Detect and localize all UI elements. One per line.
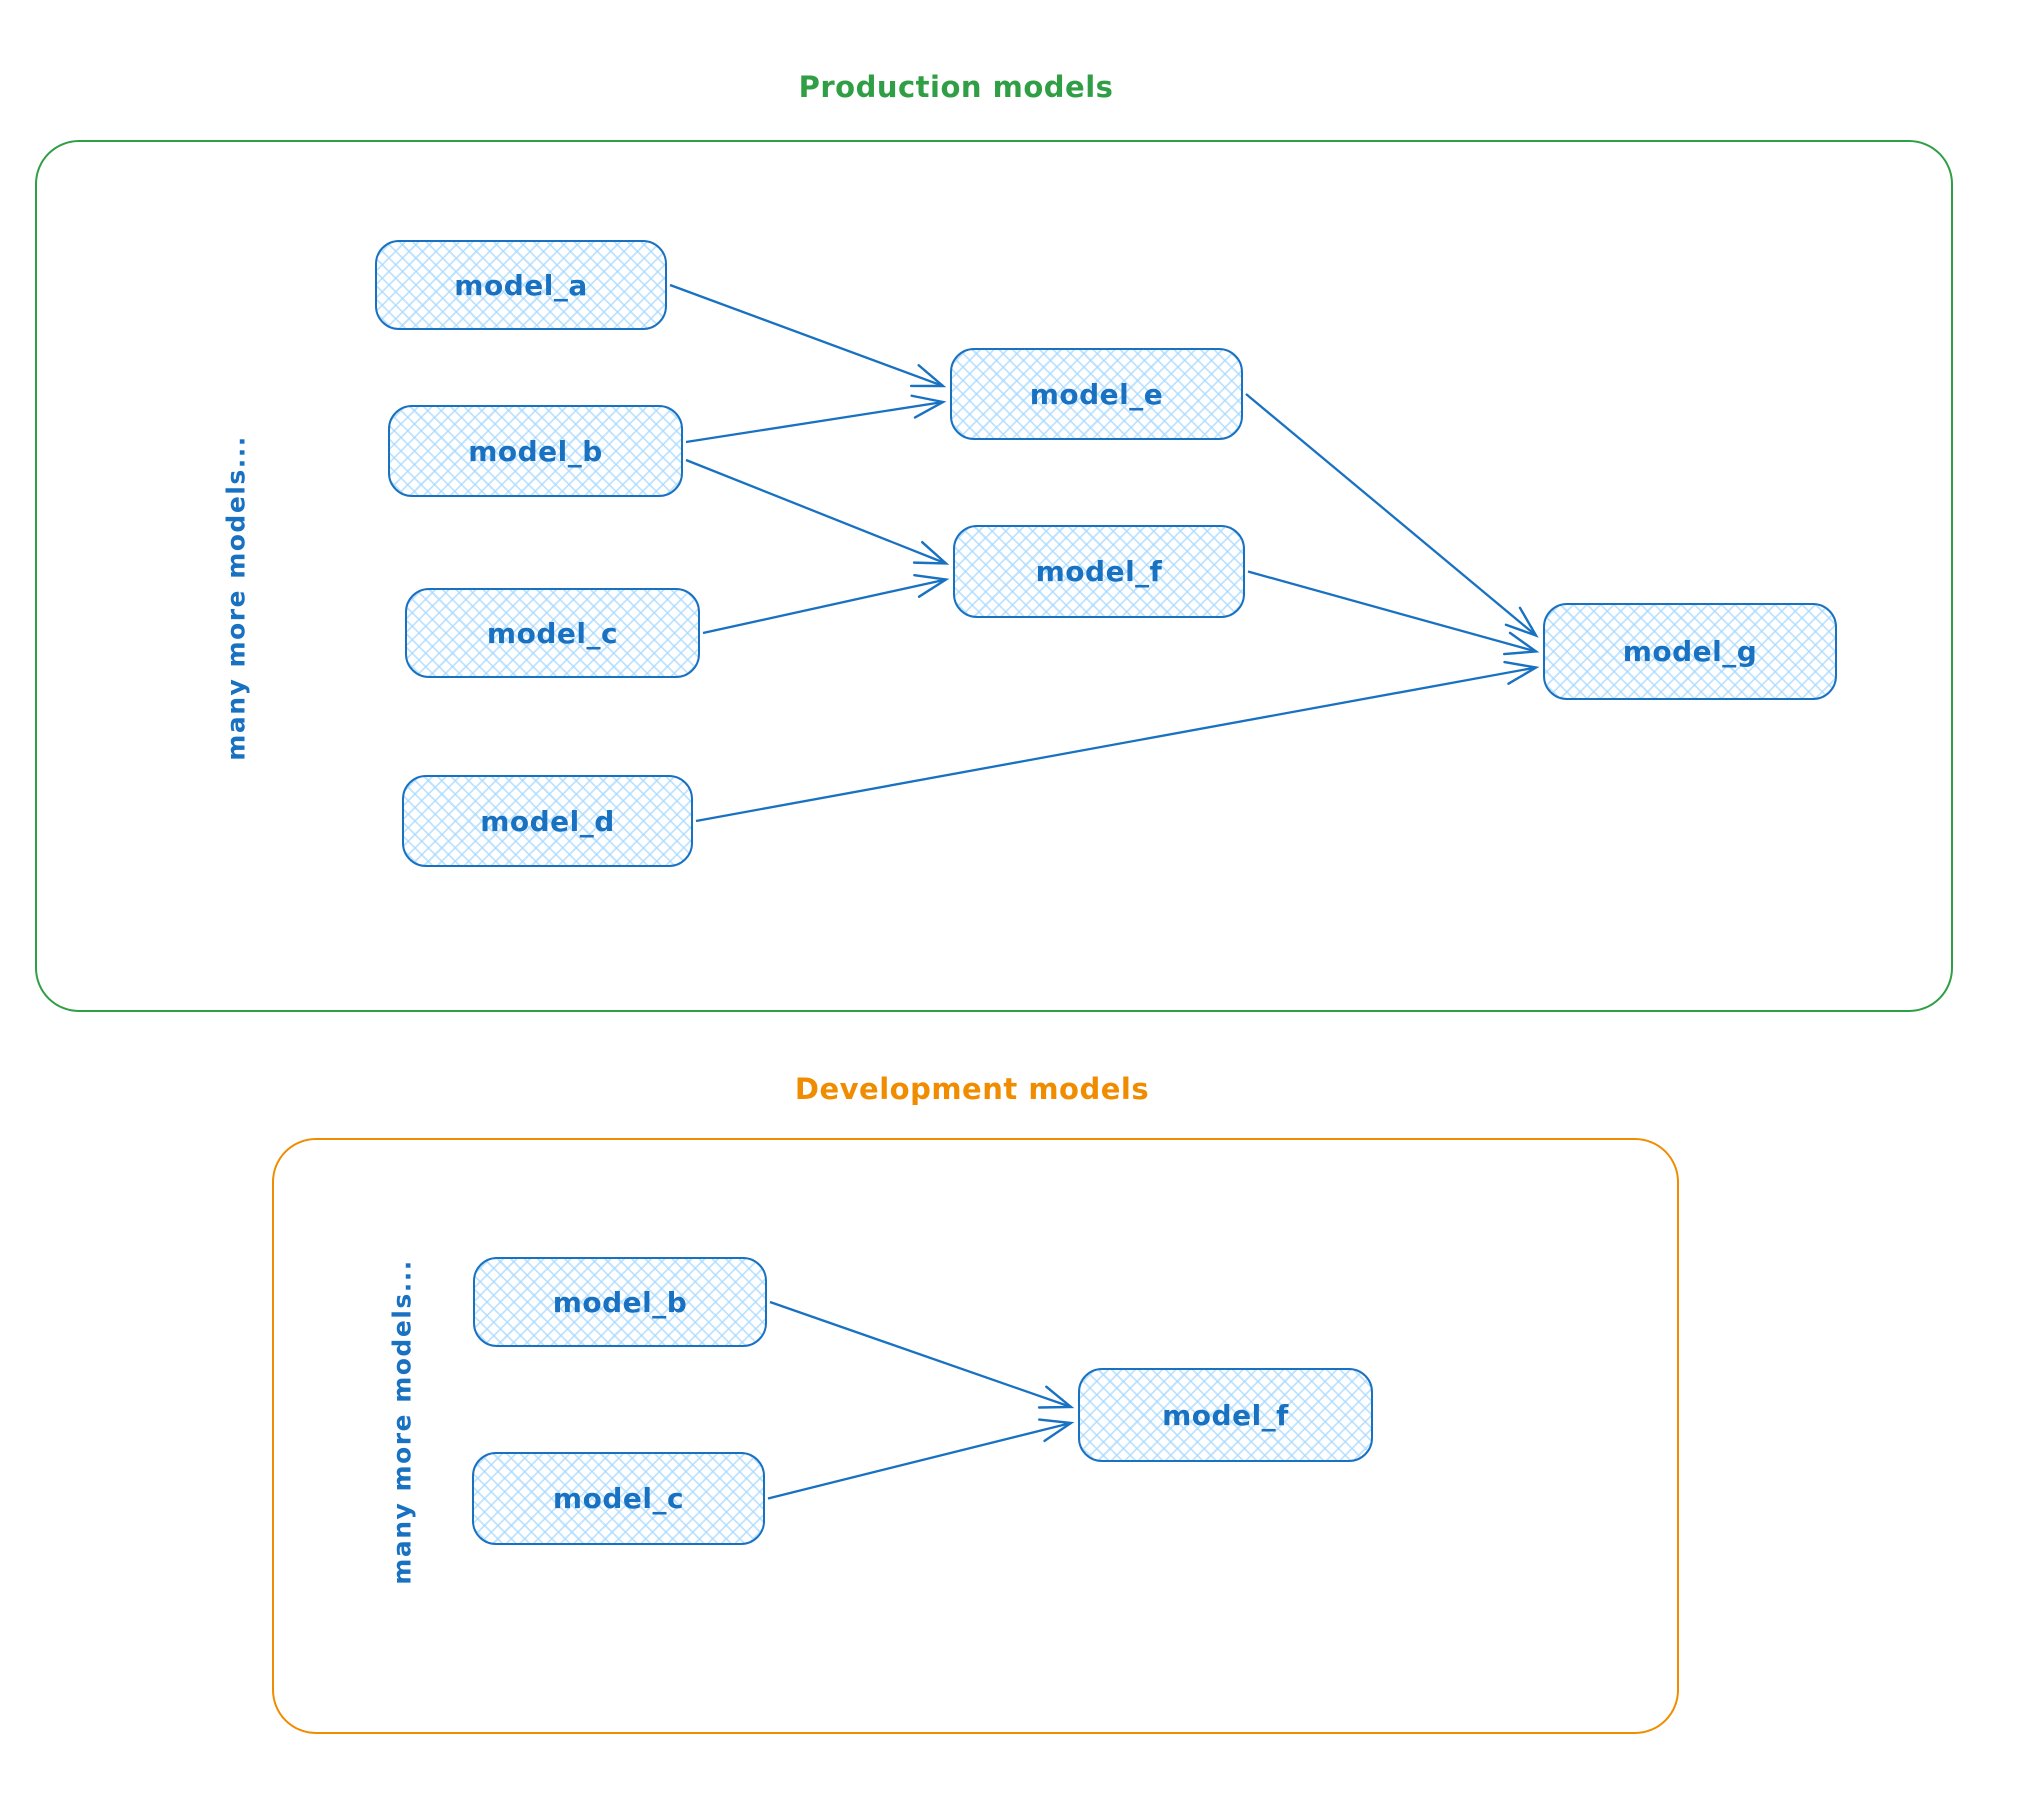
production-section-title: Production models bbox=[798, 70, 1114, 104]
production-node-model_a: model_a bbox=[375, 240, 667, 330]
development-node-model_b: model_b bbox=[473, 1257, 767, 1347]
production-node-model_e: model_e bbox=[950, 348, 1243, 440]
production-node-model_c: model_c bbox=[405, 588, 700, 678]
node-label: model_b bbox=[552, 1285, 688, 1319]
development-node-model_c: model_c bbox=[472, 1452, 765, 1545]
node-label: model_c bbox=[486, 616, 619, 650]
development-frame bbox=[272, 1138, 1679, 1734]
node-label: model_c bbox=[552, 1482, 685, 1515]
production-node-model_f: model_f bbox=[953, 525, 1245, 618]
development-node-model_f: model_f bbox=[1078, 1368, 1373, 1462]
production-node-model_d: model_d bbox=[402, 775, 693, 867]
node-label: model_b bbox=[468, 434, 603, 468]
production-side-label: many more models... bbox=[221, 435, 251, 761]
node-label: model_d bbox=[480, 804, 615, 838]
production-node-model_g: model_g bbox=[1543, 603, 1837, 700]
production-frame bbox=[35, 140, 1953, 1012]
development-side-label: many more models... bbox=[387, 1259, 417, 1585]
node-label: model_f bbox=[1162, 1398, 1289, 1432]
production-node-model_b: model_b bbox=[388, 405, 683, 497]
node-label: model_e bbox=[1029, 377, 1164, 411]
node-label: model_f bbox=[1035, 555, 1163, 588]
development-section-title: Development models bbox=[794, 1072, 1150, 1106]
node-label: model_a bbox=[454, 268, 588, 302]
node-label: model_g bbox=[1622, 635, 1758, 668]
